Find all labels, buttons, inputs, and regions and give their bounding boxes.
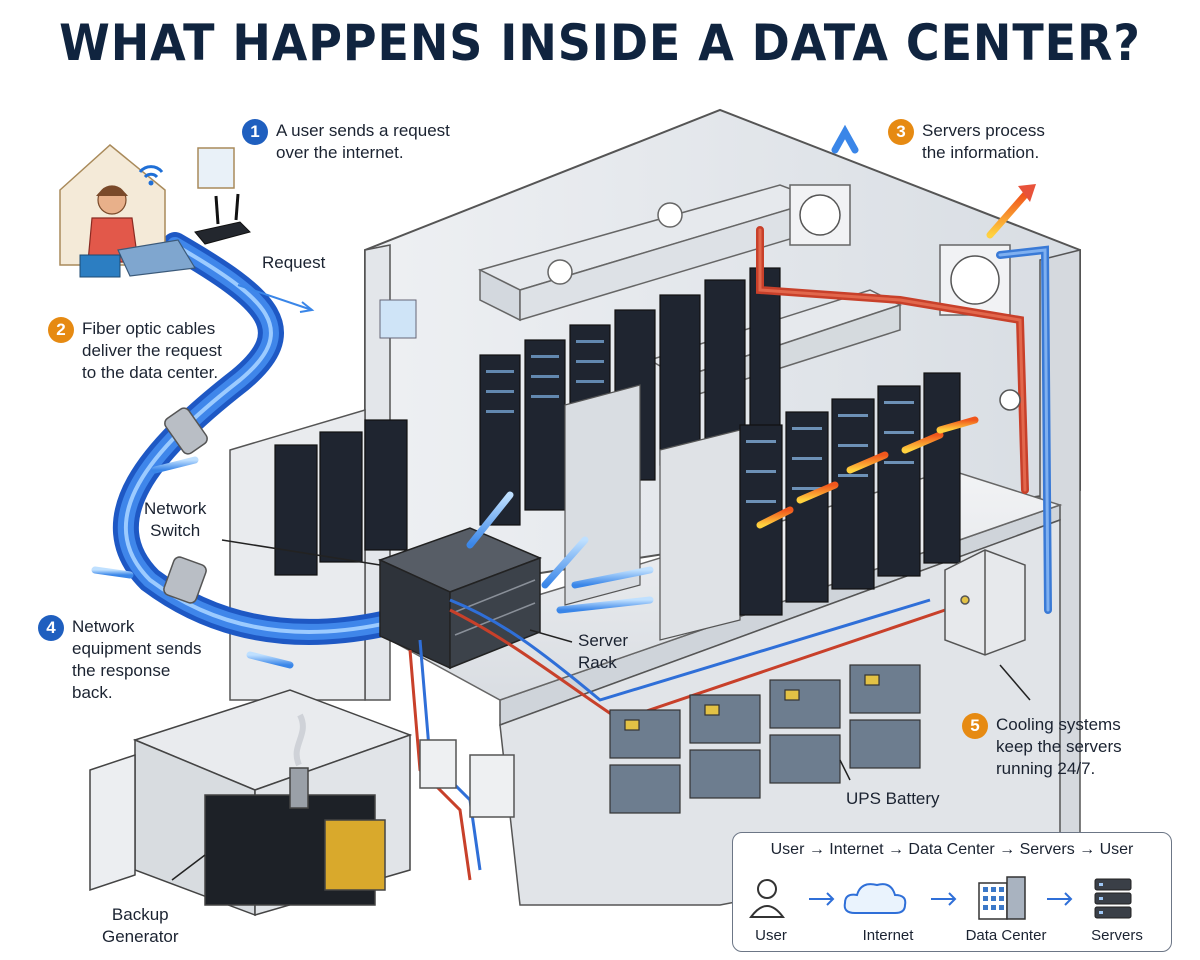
flow-label-internet: Internet bbox=[862, 927, 914, 944]
arrow-icon bbox=[809, 892, 835, 906]
page-title: WHAT HAPPENS INSIDE A DATA CENTER? bbox=[59, 14, 1141, 72]
user-home-scene bbox=[59, 144, 251, 278]
cooling-pipes bbox=[756, 226, 1052, 614]
flow-label-data-center: Data Center bbox=[965, 927, 1047, 944]
ups-battery-bank bbox=[609, 664, 921, 814]
step-3-text: Servers process the information. bbox=[922, 121, 1045, 162]
hot-exhaust-arrow-head bbox=[1018, 184, 1036, 202]
server-racks-front bbox=[564, 372, 961, 641]
network-switch bbox=[378, 527, 543, 670]
network-switch-label: Network Switch bbox=[144, 499, 207, 540]
flow-sequence-text: User → Internet → Data Center → Servers … bbox=[770, 841, 1134, 858]
cool-air-arrows bbox=[91, 124, 859, 669]
step-5-text: Cooling systems keep the servers running… bbox=[996, 715, 1122, 778]
flow-summary-box: User → Internet → Data Center → Servers … bbox=[732, 832, 1172, 952]
step-5-callout: 5 Cooling systems keep the servers runni… bbox=[962, 713, 1122, 780]
step-1-callout: 1 A user sends a request over the intern… bbox=[242, 119, 450, 164]
server-stack-icon bbox=[1094, 878, 1132, 919]
callout-lines bbox=[171, 539, 1031, 881]
step-2-badge: 2 bbox=[48, 317, 74, 343]
step-1-text: A user sends a request over the internet… bbox=[276, 121, 450, 162]
step-2-text: Fiber optic cables deliver the request t… bbox=[82, 319, 222, 382]
step-1-badge: 1 bbox=[242, 119, 268, 145]
hot-air-arrows bbox=[696, 191, 1029, 529]
arrow-icon bbox=[1047, 892, 1073, 906]
server-rack-label: Server Rack bbox=[578, 631, 629, 672]
electrical-panels bbox=[419, 739, 515, 818]
arrow-icon bbox=[931, 892, 957, 906]
fiber-cable-bundle bbox=[112, 232, 413, 645]
cloud-icon bbox=[843, 883, 907, 914]
step-3-badge: 3 bbox=[888, 119, 914, 145]
cooling-unit bbox=[944, 549, 1026, 656]
flow-label-user: User bbox=[755, 927, 787, 944]
user-icon bbox=[749, 879, 785, 918]
request-label: Request bbox=[262, 253, 326, 272]
backup-generator bbox=[89, 689, 413, 917]
flow-label-servers: Servers bbox=[1091, 927, 1143, 944]
backup-generator-label: Backup Generator bbox=[102, 905, 179, 946]
step-2-callout: 2 Fiber optic cables deliver the request… bbox=[48, 317, 222, 384]
flow-icons bbox=[749, 876, 1132, 920]
step-4-text: Network equipment sends the response bac… bbox=[72, 617, 202, 702]
step-3-callout: 3 Servers process the information. bbox=[888, 119, 1045, 164]
request-arrow bbox=[237, 284, 315, 313]
step-4-badge: 4 bbox=[38, 615, 64, 641]
ups-battery-label: UPS Battery bbox=[846, 789, 940, 808]
building-icon bbox=[978, 876, 1026, 920]
step-5-badge: 5 bbox=[962, 713, 988, 739]
step-4-callout: 4 Network equipment sends the response b… bbox=[38, 615, 202, 704]
